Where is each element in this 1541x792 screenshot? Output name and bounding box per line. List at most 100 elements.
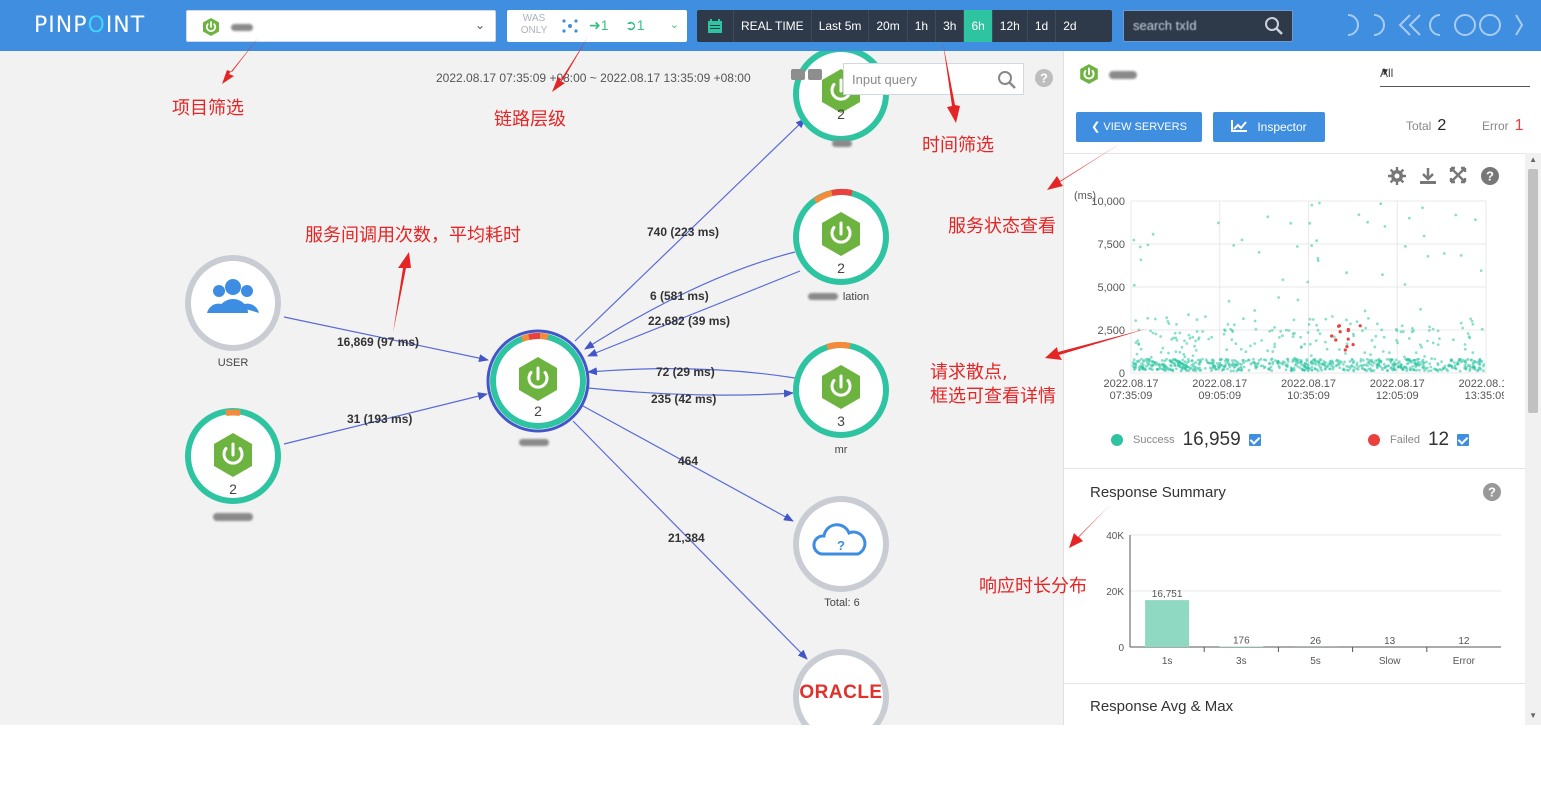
- application-select[interactable]: ⌄: [186, 10, 496, 42]
- help-icon[interactable]: ?: [1482, 482, 1502, 502]
- edge-midtop-center-b[interactable]: [587, 270, 801, 357]
- scatter-point: [1292, 368, 1296, 372]
- pinpoint-logo[interactable]: PINPOINT: [34, 13, 146, 38]
- help-icon[interactable]: ?: [1481, 167, 1499, 185]
- scatter-point: [1365, 357, 1369, 361]
- spring-boot-icon: [822, 365, 860, 409]
- time-option-real-time[interactable]: REAL TIME: [733, 10, 811, 42]
- edge-left-center[interactable]: [283, 392, 488, 445]
- spring-boot-icon: [203, 18, 219, 36]
- time-option-2d[interactable]: 2d: [1055, 10, 1083, 42]
- edge-label-right-center[interactable]: 72 (29 ms): [656, 365, 715, 379]
- time-option-1h[interactable]: 1h: [906, 10, 935, 42]
- oracle-node[interactable]: [793, 649, 889, 725]
- edge-label-user-center[interactable]: 16,869 (97 ms): [337, 335, 420, 349]
- success-checkbox[interactable]: [1248, 434, 1261, 446]
- gear-icon[interactable]: [1388, 167, 1406, 185]
- edge-center-unknown[interactable]: [582, 405, 794, 522]
- app-node-right-mid[interactable]: [793, 341, 889, 438]
- app-node-middle-top[interactable]: [793, 188, 889, 285]
- node-name-suffix-right-mid: mr: [834, 444, 848, 456]
- view-servers-button[interactable]: ❮ VIEW SERVERS: [1076, 112, 1202, 142]
- edge-center-top[interactable]: [574, 118, 806, 342]
- panel-scrollbar-thumb[interactable]: [1528, 169, 1538, 413]
- edge-label-center-oracle[interactable]: 21,384: [668, 531, 705, 545]
- edge-right-center[interactable]: [587, 367, 796, 379]
- failed-checkbox[interactable]: [1457, 434, 1470, 446]
- app-node-left-bottom[interactable]: [185, 408, 281, 504]
- scatter-point: [1436, 362, 1440, 365]
- edge-label-midtop-center-b[interactable]: 22,682 (39 ms): [648, 314, 731, 328]
- scatter-point-failed: [1337, 324, 1341, 328]
- calendar-icon[interactable]: [697, 10, 733, 42]
- scatter-point: [1414, 351, 1418, 354]
- edge-user-center[interactable]: [283, 316, 489, 363]
- app-node-center[interactable]: [486, 329, 590, 433]
- inspector-button[interactable]: Inspector: [1213, 112, 1325, 142]
- fullscreen-icon[interactable]: [1449, 166, 1467, 184]
- scatter-point: [1366, 361, 1370, 365]
- time-option-12h[interactable]: 12h: [991, 10, 1027, 42]
- transaction-id-search[interactable]: search txId: [1123, 10, 1293, 42]
- scatter-point: [1175, 338, 1179, 342]
- scatter-point: [1310, 365, 1314, 369]
- server-map-graph[interactable]: ?: [0, 51, 1063, 725]
- edge-label-center-unknown[interactable]: 464: [678, 454, 699, 468]
- link-level-filter[interactable]: WAS ONLY ➜1 ➲1 ⌄: [507, 10, 687, 42]
- scatter-point: [1253, 309, 1257, 312]
- scatter-point: [1421, 366, 1424, 369]
- bar-3s[interactable]: [1219, 646, 1264, 648]
- unknown-cloud-node[interactable]: ?: [793, 496, 889, 592]
- scatter-point: [1361, 329, 1364, 333]
- scatter-point: [1211, 362, 1215, 365]
- scatter-legend-success[interactable]: Success 16,959: [1111, 429, 1261, 451]
- time-option-1d[interactable]: 1d: [1026, 10, 1055, 42]
- response-scatter-chart[interactable]: (ms) 10,0007,5005,0002,50002022.08.1707:…: [1064, 187, 1504, 417]
- scatter-point: [1183, 339, 1186, 343]
- download-icon[interactable]: [1420, 168, 1436, 184]
- outbound-depth[interactable]: ➲1: [625, 17, 645, 33]
- edge-label-left-center[interactable]: 31 (193 ms): [347, 412, 413, 426]
- scatter-point: [1154, 332, 1158, 336]
- edge-midtop-center-a[interactable]: [584, 251, 796, 350]
- scroll-down-icon[interactable]: ▼: [1529, 711, 1537, 720]
- bar-1s[interactable]: [1145, 600, 1190, 647]
- svg-text:?: ?: [837, 538, 845, 553]
- time-option-3h[interactable]: 3h: [935, 10, 963, 42]
- edge-center-right[interactable]: [587, 387, 794, 398]
- scatter-point: [1233, 365, 1237, 368]
- edge-label-center-top[interactable]: 740 (223 ms): [647, 225, 720, 239]
- edge-label-midtop-center-a[interactable]: 6 (581 ms): [650, 289, 709, 303]
- inbound-depth[interactable]: ➜1: [589, 17, 609, 33]
- scatter-legend-failed[interactable]: Failed 12: [1368, 429, 1470, 451]
- agent-filter-select[interactable]: All ▼: [1380, 63, 1530, 87]
- time-option-last-5m[interactable]: Last 5m: [810, 10, 869, 42]
- scatter-point: [1337, 363, 1341, 367]
- scatter-point: [1450, 358, 1453, 362]
- scatter-point: [1310, 368, 1313, 372]
- help-icon[interactable]: ?: [1034, 68, 1054, 88]
- scroll-up-icon[interactable]: ▲: [1529, 155, 1537, 164]
- header-tool-icons[interactable]: [1340, 10, 1530, 40]
- scatter-point: [1269, 358, 1273, 361]
- server-map[interactable]: 2022.08.17 07:35:09 +08:00 ~ 2022.08.17 …: [0, 51, 1063, 725]
- scatter-point: [1377, 363, 1380, 367]
- scatter-point: [1478, 366, 1482, 370]
- scatter-point: [1342, 367, 1346, 371]
- scatter-point: [1362, 359, 1365, 362]
- search-icon[interactable]: [997, 70, 1017, 90]
- map-control-handle[interactable]: [791, 69, 805, 80]
- scatter-point: [1268, 368, 1271, 371]
- edge-label-center-right[interactable]: 235 (42 ms): [651, 392, 717, 406]
- search-icon[interactable]: [1264, 16, 1284, 36]
- scatter-point: [1379, 359, 1383, 363]
- user-node[interactable]: [185, 255, 281, 351]
- was-only-toggle[interactable]: WAS ONLY: [520, 13, 548, 36]
- map-control-handle[interactable]: [808, 69, 822, 80]
- time-option-20m[interactable]: 20m: [868, 10, 906, 42]
- edge-center-oracle[interactable]: [572, 420, 808, 660]
- time-option-6h[interactable]: 6h: [963, 10, 992, 42]
- map-query-input[interactable]: Input query: [843, 63, 1024, 95]
